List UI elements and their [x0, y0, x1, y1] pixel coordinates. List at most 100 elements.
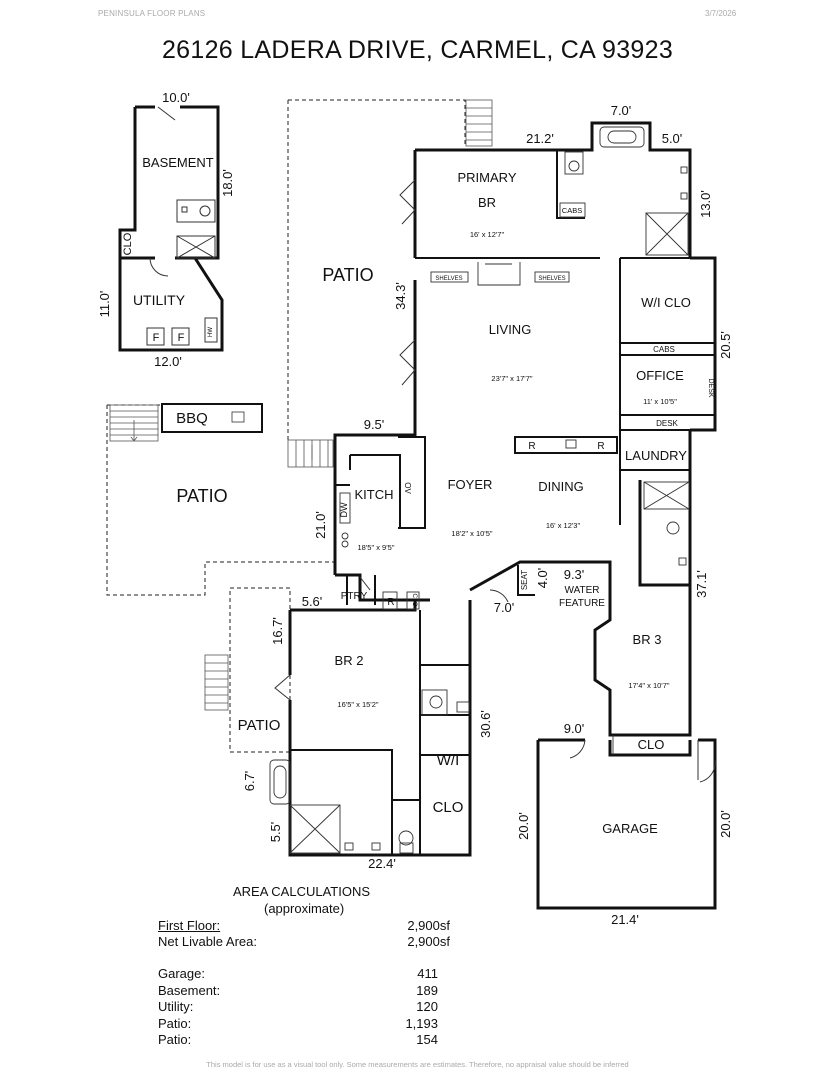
- dim-top-21: 21.2': [526, 131, 554, 146]
- dim-garage-left: 20.0': [516, 812, 531, 840]
- dim-garage-right: 20.0': [718, 810, 733, 838]
- company-name: PENINSULA FLOOR PLANS: [98, 9, 206, 18]
- dim-pantry-5: 5.6': [302, 594, 323, 609]
- dim-br2-5: 5.5': [268, 822, 283, 843]
- area-value: 411: [417, 966, 438, 981]
- label-cabs-office: CABS: [653, 345, 675, 354]
- room-patio-br2: PATIO: [238, 717, 281, 734]
- room-office: OFFICE: [636, 368, 684, 383]
- room-primary-br: BR: [478, 195, 496, 210]
- room-patio-top: PATIO: [322, 265, 373, 285]
- label-hw: HW: [208, 327, 214, 337]
- label-desk-1: DESK: [707, 378, 714, 397]
- area-label: First Floor:: [158, 918, 221, 933]
- room-living: LIVING: [489, 322, 532, 337]
- room-wi-clo: W/I CLO: [641, 295, 691, 310]
- area-value: 2,900sf: [407, 918, 450, 933]
- label-seat: SEAT: [520, 570, 529, 590]
- area-label: Garage:: [158, 966, 205, 981]
- dim-basement-side: 18.0': [220, 169, 235, 197]
- area-value: 2,900sf: [407, 934, 450, 949]
- area-label: Patio:: [158, 1016, 192, 1031]
- label-water: WATER: [565, 585, 600, 596]
- dim-br2-6: 6.7': [242, 771, 257, 792]
- fixtures: [269, 126, 690, 854]
- dim-top-5: 5.0': [662, 131, 683, 146]
- room-utility: UTILITY: [133, 292, 186, 308]
- label-r2: R: [597, 441, 604, 452]
- room-kitchen: KITCH: [355, 487, 394, 502]
- foyer-dimensions: 18'2" x 10'5": [451, 529, 492, 538]
- area-label: Basement:: [158, 983, 221, 998]
- dim-right-37: 37.1': [694, 570, 709, 598]
- room-pantry: PTRY: [341, 591, 368, 602]
- office-dimensions: 11' x 10'5": [643, 397, 677, 406]
- room-basement: BASEMENT: [142, 155, 214, 170]
- area-label: Net Livable Area:: [158, 934, 258, 949]
- basement-fixtures: [146, 106, 218, 346]
- dim-top-7: 7.0': [611, 103, 632, 118]
- area-value: 1,193: [405, 1016, 438, 1031]
- label-shelves-2: SHELVES: [538, 276, 565, 282]
- dim-mid-9: 9.5': [364, 417, 385, 432]
- dim-left-34: 34.3': [393, 282, 408, 310]
- room-br2: BR 2: [335, 653, 364, 668]
- label-r1: R: [528, 441, 535, 452]
- area-subheading: (approximate): [264, 901, 345, 916]
- label-f2: F: [178, 332, 185, 344]
- dim-seat-4: 4.0': [535, 568, 550, 589]
- room-wi: W/I: [437, 752, 460, 769]
- area-row: First Floor: 2,900sf: [158, 918, 450, 934]
- dim-garage-bottom: 21.4': [611, 912, 639, 927]
- room-garage: GARAGE: [602, 821, 658, 836]
- br2-dimensions: 16'5" x 15'2": [337, 700, 378, 709]
- area-row: Patio: 154: [158, 1032, 438, 1048]
- doors: [274, 179, 716, 783]
- dim-kitchen-21: 21.0': [313, 511, 328, 539]
- stairs: [109, 99, 493, 711]
- interior-walls: [290, 150, 715, 855]
- dim-utility-bottom: 12.0': [154, 354, 182, 369]
- area-value: 154: [416, 1032, 438, 1047]
- area-row: Basement: 189: [158, 983, 438, 999]
- bbq-counter: [161, 403, 263, 433]
- label-clo-pantry: CLO: [411, 593, 418, 606]
- dim-utility-side: 11.0': [97, 291, 112, 318]
- dim-br2-16: 16.7': [270, 617, 285, 645]
- label-f1: F: [153, 332, 160, 344]
- primary-dimensions: 16' x 12'7": [470, 230, 505, 239]
- room-bbq: BBQ: [176, 410, 208, 427]
- kitchen-dimensions: 18'5" x 9'5": [358, 543, 395, 552]
- room-dining: DINING: [538, 479, 584, 494]
- area-label: Patio:: [158, 1032, 192, 1047]
- room-patio-left: PATIO: [176, 486, 227, 506]
- area-row: Patio: 1,193: [158, 1016, 438, 1032]
- label-dw: DW: [339, 502, 349, 517]
- dim-entry-7: 7.0': [494, 600, 515, 615]
- dim-garage-9: 9.0': [564, 721, 585, 736]
- room-foyer: FOYER: [448, 477, 493, 492]
- dining-dimensions: 16' x 12'3": [546, 521, 581, 530]
- area-row: Garage: 411: [158, 966, 438, 982]
- main-house-walls: [288, 121, 717, 910]
- dim-basement-top: 10.0': [162, 90, 190, 105]
- living-dimensions: 23'7" x 17'7": [491, 374, 532, 383]
- dim-bottom-22: 22.4': [368, 856, 396, 871]
- room-clo-br3: CLO: [638, 737, 665, 752]
- dim-right-20: 20.5': [718, 331, 733, 359]
- label-r-pantry: R: [387, 597, 394, 608]
- disclaimer: This model is for use as a visual tool o…: [206, 1060, 629, 1069]
- label-cabs-primary: CABS: [562, 206, 582, 215]
- patio-outlines: [106, 99, 466, 753]
- area-heading: AREA CALCULATIONS: [233, 884, 371, 899]
- label-ov: OV: [403, 482, 412, 494]
- label-desk-2: DESK: [656, 419, 678, 428]
- area-row: Net Livable Area: 2,900sf: [158, 934, 450, 950]
- area-value: 189: [416, 983, 438, 998]
- plan-date: 3/7/2026: [705, 9, 737, 18]
- dim-hall-30: 30.6': [478, 710, 493, 738]
- dim-right-13: 13.0': [698, 190, 713, 218]
- area-row: Utility: 120: [158, 999, 438, 1015]
- label-feature: FEATURE: [559, 598, 605, 609]
